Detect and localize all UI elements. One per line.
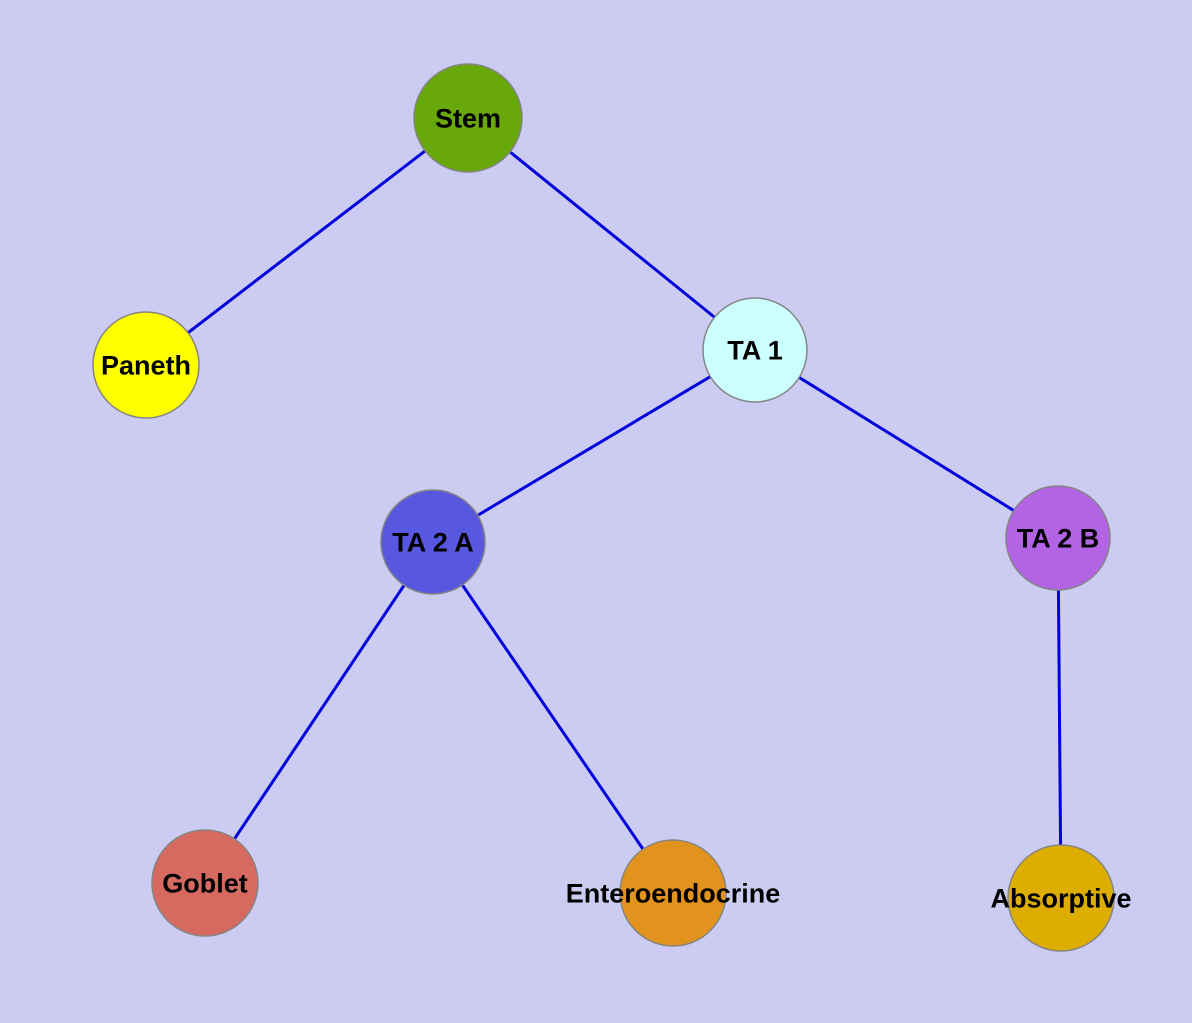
node-stem[interactable]	[413, 63, 523, 173]
edge-stem-paneth	[145, 116, 469, 367]
edge-stem-ta1	[467, 116, 756, 352]
node-goblet[interactable]	[151, 829, 259, 937]
node-ta2b[interactable]	[1005, 485, 1111, 591]
edge-ta1-ta2b	[754, 348, 1059, 540]
edge-ta2b-absorptive	[1056, 537, 1063, 899]
node-paneth[interactable]	[92, 311, 200, 419]
node-ta1[interactable]	[702, 297, 808, 403]
node-absorptive[interactable]	[1007, 844, 1115, 952]
edge-ta2a-enteroendocrine	[431, 541, 675, 894]
edge-ta2a-goblet	[203, 541, 435, 884]
node-enteroendocrine[interactable]	[619, 839, 727, 947]
nodes-layer	[92, 63, 1115, 952]
node-ta2a[interactable]	[380, 489, 486, 595]
edges-layer	[145, 116, 1063, 899]
edge-ta1-ta2a	[432, 348, 756, 544]
